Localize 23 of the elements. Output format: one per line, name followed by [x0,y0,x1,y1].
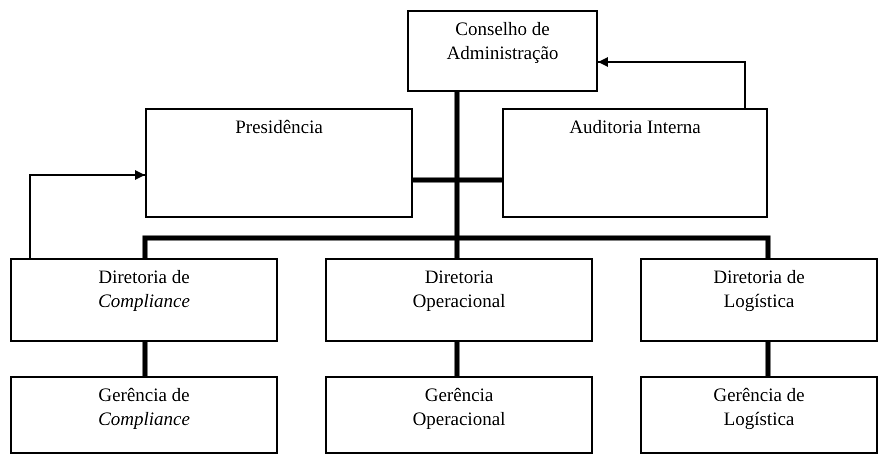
box-label: Presidência [235,116,323,140]
box-label: Gerência de Compliance [97,384,191,432]
org-box [502,108,768,218]
box-label: Gerência de Logística [712,384,806,432]
arrow [29,170,145,258]
org-box [640,258,878,342]
arrow [598,57,746,108]
box-label: Diretoria Operacional [412,266,506,314]
org-box [640,376,878,454]
box-label: Diretoria de Logística [712,266,806,314]
box-label: Auditoria Interna [569,116,701,140]
box-label: Gerência Operacional [412,384,506,432]
org-box [10,258,278,342]
org-box [145,108,413,218]
connector-line [766,342,770,376]
box-label: Diretoria de Compliance [97,266,191,314]
org-box [407,10,598,92]
connector-line [142,342,148,376]
connector-line [454,342,460,376]
org-box [325,376,593,454]
org-box [10,376,278,454]
box-label: Conselho de Administração [446,18,560,66]
org-box [325,258,593,342]
